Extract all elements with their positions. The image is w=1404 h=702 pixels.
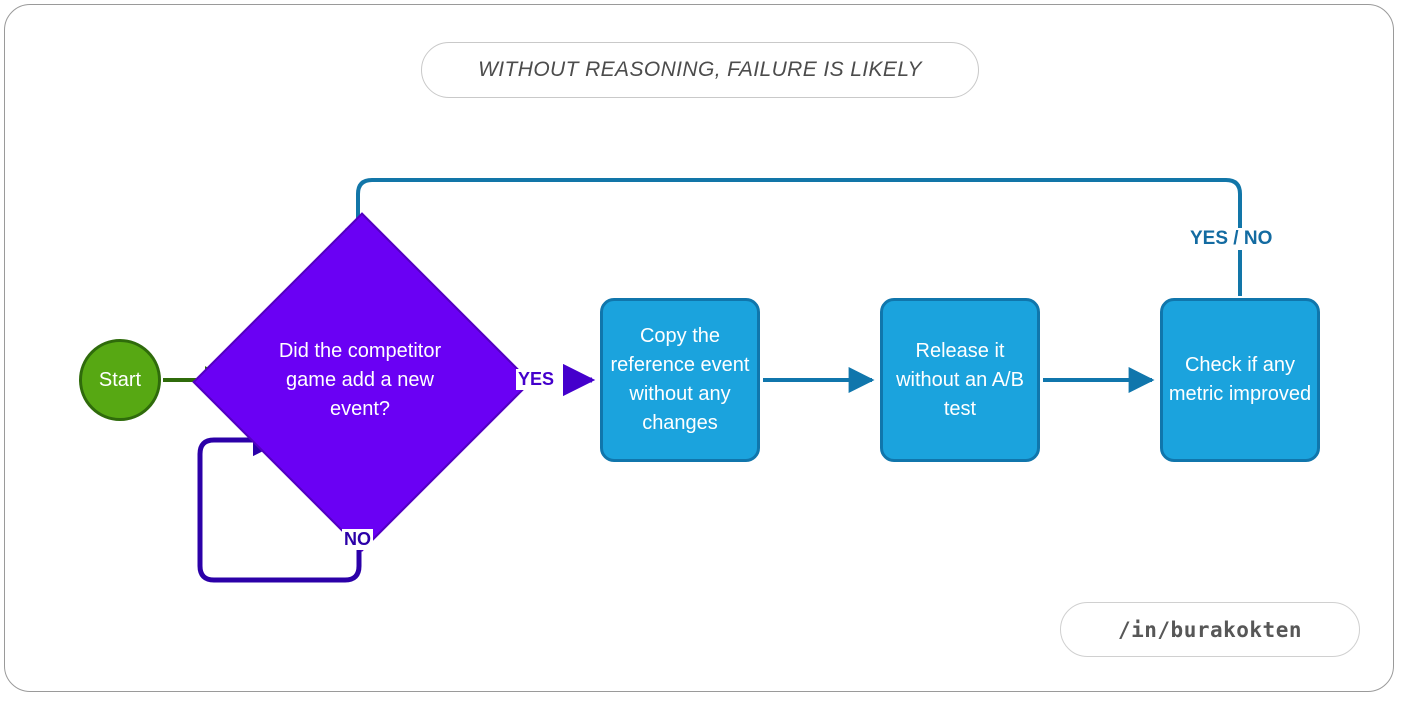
node-start[interactable]: Start <box>79 339 161 421</box>
edge-decision-no-loop <box>197 423 362 583</box>
author-handle-text: /in/burakokten <box>1117 617 1302 642</box>
node-copy-reference-event[interactable]: Copy the reference event without any cha… <box>600 298 760 462</box>
page-title: WITHOUT REASONING, FAILURE IS LIKELY <box>478 58 922 81</box>
diagram-title-pill: WITHOUT REASONING, FAILURE IS LIKELY <box>421 42 979 98</box>
author-handle-badge: /in/burakokten <box>1060 602 1360 657</box>
node-release-label: Release it without an A/B test <box>896 339 1024 420</box>
node-decision-label: Did the competitor game add a new event? <box>278 339 442 420</box>
node-decision[interactable]: Did the competitor game add a new event? <box>192 212 532 552</box>
node-start-label: Start <box>98 369 142 391</box>
node-check-label: Check if any metric improved <box>1168 354 1312 405</box>
edge-label-yes-no: YES / NO <box>1188 228 1275 250</box>
edge-check-feedback-loop <box>345 178 1242 296</box>
node-release-without-ab-test[interactable]: Release it without an A/B test <box>880 298 1040 462</box>
node-copy-label: Copy the reference event without any cha… <box>610 325 750 434</box>
edge-label-yes: YES <box>516 369 557 390</box>
node-check-metric-improved[interactable]: Check if any metric improved <box>1160 298 1320 462</box>
edge-label-no: NO <box>342 529 373 550</box>
